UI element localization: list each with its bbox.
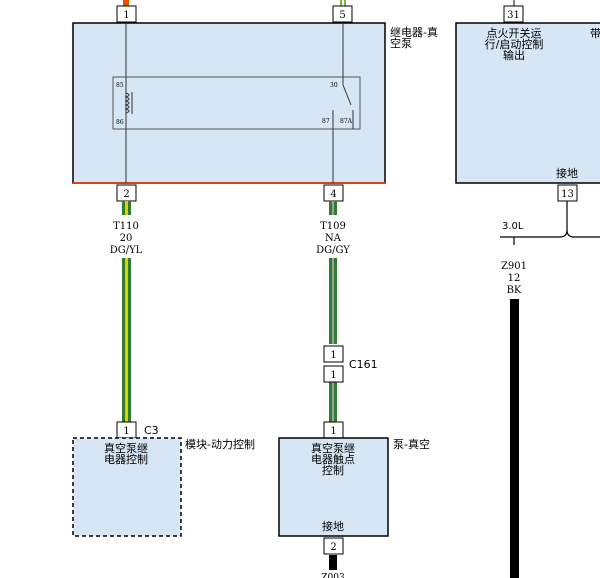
relay-coil-icon — [124, 92, 130, 114]
c161-pin-upper-label: 1 — [330, 350, 336, 361]
wire-left-seg-top-a — [122, 201, 125, 215]
module-title: 模块-动力控制 — [185, 437, 255, 451]
relay-pin-bottom-right-label: 4 — [330, 189, 336, 200]
pump-pin-bottom-label: 2 — [330, 542, 336, 553]
wire-left-seg-top-c — [128, 201, 131, 215]
top-wire-right-b — [342, 0, 344, 6]
c161-label: C161 — [349, 358, 378, 371]
relay-pin-bottom-left-label: 2 — [123, 189, 129, 200]
relay-pin-bottom-left: 2 — [116, 184, 137, 202]
wire-right-seg-b — [332, 258, 334, 344]
wire-left-color: DG/YL — [110, 245, 143, 256]
wire-left-size: 20 — [120, 233, 133, 244]
pump-pin-bottom: 2 — [323, 537, 344, 555]
module-pin: 1 — [116, 421, 137, 439]
wire-right-seg2-b — [332, 382, 334, 422]
pump-pin-top: 1 — [323, 421, 344, 439]
ignition-pin-top-label: 31 — [507, 10, 520, 21]
ground-wire-size: 12 — [508, 273, 521, 284]
ground-wire-color: BK — [507, 285, 522, 296]
relay-box — [72, 22, 386, 184]
relay-pin-top-left: 1 — [116, 5, 137, 23]
wire-left-seg-c — [128, 258, 131, 422]
relay-contact-87: 87 — [322, 118, 330, 125]
ignition-pin-bottom-label: 13 — [561, 189, 574, 200]
ignition-box — [455, 22, 600, 184]
ground-branch-line — [500, 229, 600, 238]
pump-label-line2: 电器触点 — [311, 452, 355, 466]
c161-pin-lower-label: 1 — [330, 370, 336, 381]
relay-title-line1: 继电器-真 — [390, 25, 438, 39]
top-wire-right-a — [340, 0, 342, 6]
wire-left-seg-a — [122, 258, 125, 422]
wire-right-seg-c — [334, 258, 337, 344]
ground-engine-label: 3.0L — [502, 221, 524, 232]
wire-right-seg-top-b — [332, 201, 334, 215]
ignition-label-line2: 行/启动控制 — [485, 37, 544, 51]
module-label-line1: 真空泵继 — [104, 441, 148, 455]
relay-contact-86: 86 — [116, 119, 124, 126]
ignition-ground-label: 接地 — [556, 167, 578, 180]
wire-right-id: T109 — [320, 221, 346, 232]
relay-box-bottom-edge — [73, 182, 385, 184]
pump-bottom-wire-id: Z003 — [321, 573, 345, 578]
relay-pin-bottom-right: 4 — [323, 184, 344, 202]
ignition-label-line3: 输出 — [503, 48, 525, 62]
top-wire-right-c — [344, 0, 346, 6]
relay-contact-87a: 87A — [340, 118, 353, 125]
wire-left-id: T110 — [113, 221, 139, 232]
pump-label-line3: 控制 — [322, 463, 344, 477]
relay-pin-top-right-label: 5 — [339, 10, 345, 21]
ignition-label-line1: 点火开关运 — [487, 26, 542, 40]
wire-left-seg-top-b — [125, 201, 128, 215]
ignition-pin-top: 31 — [503, 5, 524, 23]
pump-label-line1: 真空泵继 — [311, 441, 355, 455]
ground-wire-black — [510, 299, 519, 578]
wire-left-seg-b — [125, 258, 128, 422]
pump-ground-wire — [329, 555, 337, 570]
ground-wire-id: Z901 — [501, 261, 527, 272]
relay-internal-frame — [112, 76, 361, 130]
pump-title: 泵-真空 — [393, 437, 430, 451]
ignition-edge-text: 带 — [590, 27, 600, 40]
c161-pin-lower: 1 — [323, 365, 344, 383]
pump-box — [278, 437, 389, 537]
pump-pin-top-label: 1 — [330, 426, 336, 437]
wire-right-seg-a — [329, 258, 332, 344]
c161-pin-upper: 1 — [323, 345, 344, 363]
relay-contact-30: 30 — [330, 82, 338, 89]
wire-right-size: NA — [325, 233, 342, 244]
relay-switch-arm — [342, 84, 352, 106]
relay-title-line2: 空泵 — [390, 36, 412, 50]
wire-right-seg-top-c — [334, 201, 337, 215]
ignition-pin-bottom: 13 — [557, 184, 578, 202]
module-box — [72, 437, 182, 537]
wire-right-color: DG/GY — [316, 245, 350, 256]
relay-pin-top-left-label: 1 — [123, 10, 129, 21]
top-wire-left — [123, 0, 129, 6]
wire-right-seg2-c — [334, 382, 337, 422]
wire-right-seg-top-a — [329, 201, 332, 215]
relay-pin-top-right: 5 — [332, 5, 353, 23]
module-pin-label: 1 — [123, 426, 129, 437]
module-label-line2: 电器控制 — [104, 452, 148, 466]
relay-contact-85: 85 — [116, 82, 124, 89]
wire-right-seg2-a — [329, 382, 332, 422]
module-connector-label: C3 — [144, 424, 159, 437]
pump-ground-label: 接地 — [322, 520, 344, 533]
